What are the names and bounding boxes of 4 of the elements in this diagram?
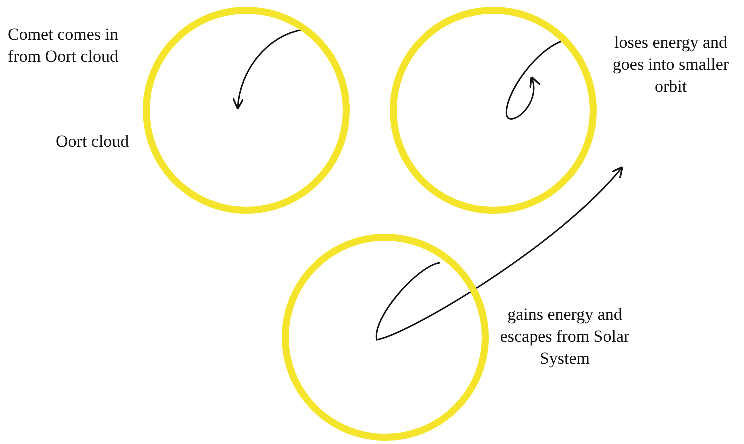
node-label: Oort cloud — [56, 131, 130, 153]
node-label: gains energy and escapes from Solar System — [499, 304, 631, 370]
node-label: Comet comes in from Oort cloud — [8, 24, 120, 68]
node-label: loses energy and goes into smaller orbit — [612, 32, 730, 98]
